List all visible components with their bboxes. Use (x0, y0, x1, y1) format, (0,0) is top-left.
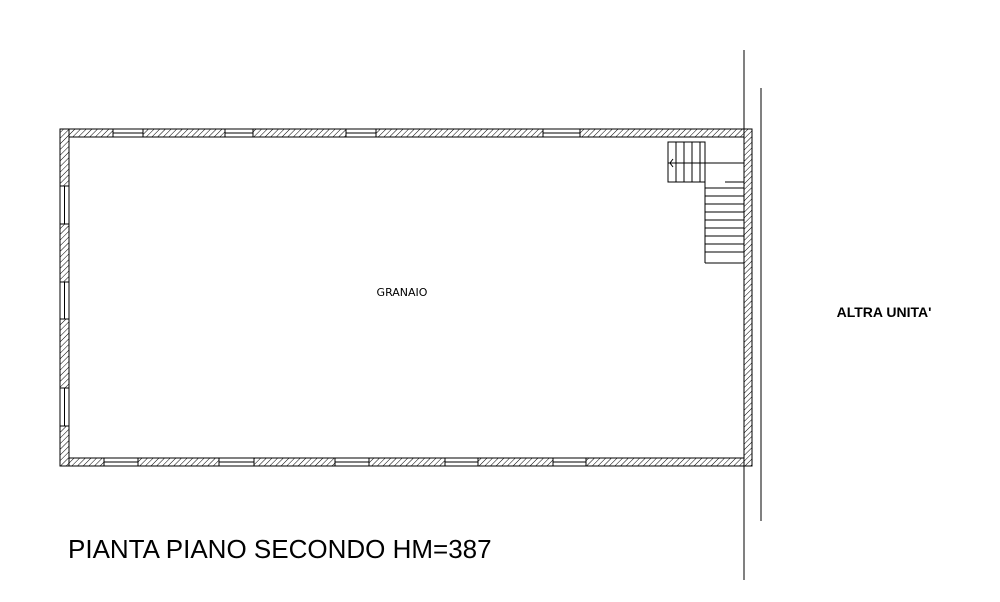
wall-top (59, 128, 753, 138)
wall-right (743, 128, 753, 467)
room-label: GRANAIO (377, 286, 428, 299)
staircase (667, 141, 744, 264)
room-interior (68, 136, 745, 459)
stair-arrow-icon (669, 158, 674, 168)
windows-top (112, 128, 581, 138)
neighbor-unit-label: ALTRA UNITA' (837, 304, 932, 320)
windows-bottom (103, 457, 587, 467)
wall-bottom (59, 457, 753, 467)
perimeter-walls (59, 128, 753, 467)
windows-left (59, 185, 70, 427)
plan-title: PIANTA PIANO SECONDO HM=387 (68, 534, 492, 564)
